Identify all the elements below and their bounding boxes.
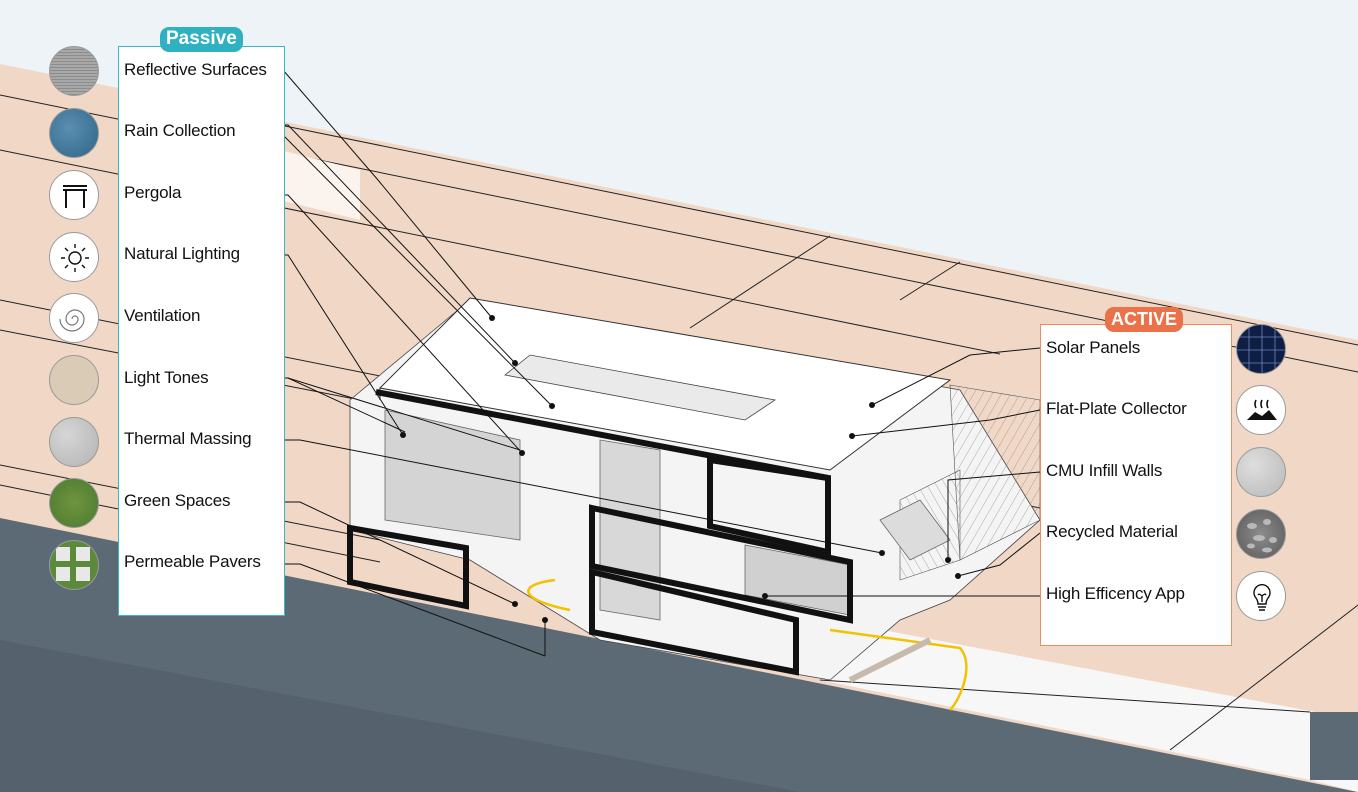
utility-line — [527, 578, 571, 612]
label-reflective-surfaces: Reflective Surfaces — [124, 60, 267, 79]
label-natural-lighting: Natural Lighting — [124, 244, 240, 263]
label-light-tones: Light Tones — [124, 368, 209, 387]
cmu-block-icon — [1236, 447, 1286, 497]
label-pergola: Pergola — [124, 183, 182, 202]
lightbulb-icon — [1236, 571, 1286, 621]
concrete-icon — [49, 417, 99, 467]
label-flat-plate-collector: Flat-Plate Collector — [1046, 399, 1187, 418]
passive-strategies-panel — [118, 46, 285, 616]
beige-swatch-icon — [49, 355, 99, 405]
paver-grid-icon — [49, 540, 99, 590]
gravel-icon — [1236, 509, 1286, 559]
reflective-surface-icon — [49, 46, 99, 96]
label-thermal-massing: Thermal Massing — [124, 429, 252, 448]
pergola-icon — [49, 170, 99, 220]
wind-swirl-icon — [49, 293, 99, 343]
passive-title: Passive — [160, 27, 243, 52]
active-strategies-panel — [1040, 324, 1232, 646]
label-recycled-material: Recycled Material — [1046, 522, 1178, 541]
label-solar-panels: Solar Panels — [1046, 338, 1140, 357]
roof-opening — [504, 354, 777, 421]
label-ventilation: Ventilation — [124, 306, 201, 325]
active-leader-lines — [765, 347, 1041, 597]
solar-panel-icon — [1236, 324, 1286, 374]
leader-dots — [400, 315, 961, 623]
label-rain-collection: Rain Collection — [124, 121, 236, 140]
label-permeable-pavers: Permeable Pavers — [124, 552, 261, 571]
label-cmu-infill-walls: CMU Infill Walls — [1046, 461, 1163, 480]
sun-icon — [49, 232, 99, 282]
grass-icon — [49, 478, 99, 528]
label-high-efficiency-app: High Efficency App — [1046, 584, 1185, 603]
heat-collector-icon — [1236, 385, 1286, 435]
sidewalk-strip — [820, 620, 1358, 792]
section-cut-lines — [347, 389, 853, 676]
active-title: ACTIVE — [1105, 307, 1184, 332]
label-green-spaces: Green Spaces — [124, 491, 231, 510]
water-icon — [49, 108, 99, 158]
